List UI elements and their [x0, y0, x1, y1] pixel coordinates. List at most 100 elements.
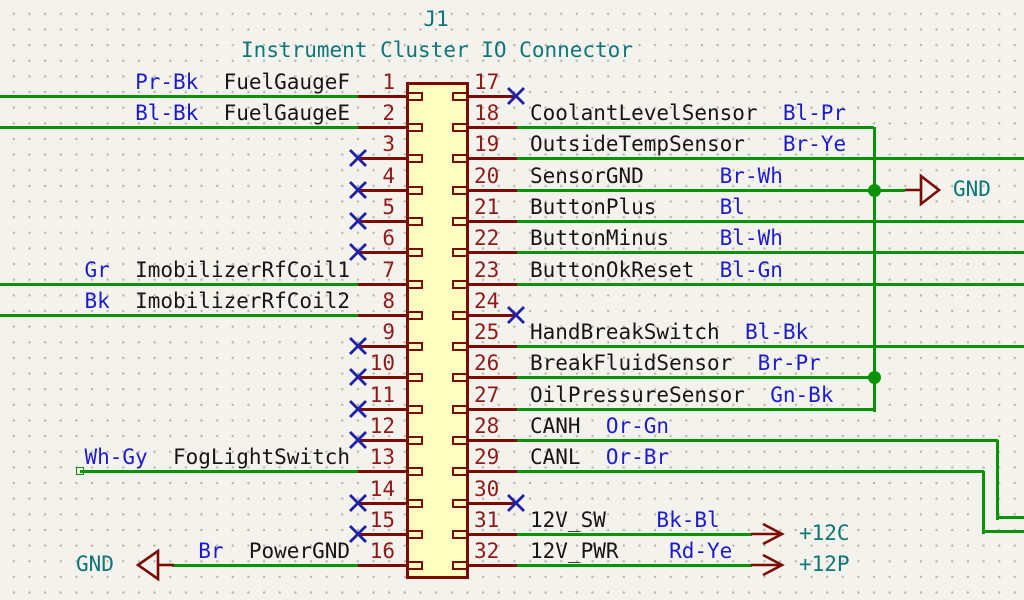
no-connect-icon[interactable]: [347, 210, 369, 232]
wire-color-note[interactable]: Pr-Bk: [135, 70, 199, 94]
no-connect-icon[interactable]: [347, 179, 369, 201]
net-label[interactable]: OilPressureSensor: [530, 383, 745, 407]
wire-segment[interactable]: [517, 533, 752, 536]
wire-color-note[interactable]: Br-Wh: [643, 164, 783, 188]
wire-segment[interactable]: [982, 471, 985, 534]
net-label-row[interactable]: CANH Or-Gn: [530, 415, 1020, 437]
net-label-row[interactable]: Gr ImobilizerRfCoil1: [58, 259, 350, 281]
wire-color-note[interactable]: Bl-Bk: [135, 101, 199, 125]
net-label[interactable]: FuelGaugeF: [198, 70, 350, 94]
net-label[interactable]: PowerGND: [223, 539, 350, 563]
gnd-right-arrow-icon[interactable]: [903, 173, 943, 207]
net-label-row[interactable]: 12V_PWR Rd-Ye: [530, 540, 1020, 562]
net-label[interactable]: ButtonOkReset: [530, 258, 695, 282]
wire-segment[interactable]: [517, 251, 1024, 254]
wire-segment[interactable]: [0, 314, 358, 317]
net-label-row[interactable]: ButtonOkReset Bl-Gn: [530, 259, 1020, 281]
connector-value[interactable]: Instrument Cluster IO Connector: [241, 38, 633, 62]
no-connect-icon[interactable]: [347, 335, 369, 357]
wire-color-note[interactable]: Bl-Pr: [757, 101, 847, 125]
net-label[interactable]: FuelGaugeE: [198, 101, 350, 125]
junction-dot[interactable]: [867, 370, 881, 384]
net-label[interactable]: OutsideTempSensor: [530, 132, 745, 156]
wire-segment[interactable]: [80, 470, 358, 473]
net-label-row[interactable]: OilPressureSensor Gn-Bk: [530, 384, 1020, 406]
no-connect-icon[interactable]: [347, 147, 369, 169]
net-label[interactable]: FogLightSwitch: [147, 445, 350, 469]
no-connect-icon[interactable]: [347, 492, 369, 514]
wire-segment[interactable]: [172, 564, 358, 567]
wire-segment[interactable]: [0, 283, 358, 286]
net-label[interactable]: ImobilizerRfCoil2: [109, 289, 350, 313]
wire-color-note[interactable]: Bk-Bl: [605, 508, 720, 532]
wire-segment[interactable]: [517, 345, 1024, 348]
wire-segment[interactable]: [517, 564, 752, 567]
wire-color-note[interactable]: Gn-Bk: [744, 383, 834, 407]
net-label-row[interactable]: Br PowerGND: [58, 540, 350, 562]
gnd-left-arrow-icon[interactable]: [136, 548, 176, 582]
no-connect-icon[interactable]: [505, 492, 527, 514]
wire-color-note[interactable]: Br: [198, 539, 224, 563]
net-label[interactable]: 12V_PWR: [530, 539, 619, 563]
net-label-row[interactable]: CANL Or-Br: [530, 446, 1020, 468]
net-label-row[interactable]: Pr-Bk FuelGaugeF: [58, 71, 350, 93]
net-label[interactable]: ImobilizerRfCoil1: [109, 258, 350, 282]
wire-color-note[interactable]: Bk: [84, 289, 110, 313]
net-label-row[interactable]: HandBreakSwitch Bl-Bk: [530, 321, 1020, 343]
plus12c-arrow-icon[interactable]: [750, 520, 788, 548]
wire-color-note[interactable]: Br-Ye: [744, 132, 847, 156]
net-label-row[interactable]: Bk ImobilizerRfCoil2: [58, 290, 350, 312]
wire-segment[interactable]: [0, 95, 358, 98]
wire-color-note[interactable]: Rd-Ye: [618, 539, 733, 563]
net-label-row[interactable]: CoolantLevelSensor Bl-Pr: [530, 102, 1020, 124]
plus12p-arrow-icon[interactable]: [750, 551, 788, 579]
wire-color-note[interactable]: Bl: [656, 195, 745, 219]
net-label[interactable]: HandBreakSwitch: [530, 320, 720, 344]
junction-dot[interactable]: [867, 183, 881, 197]
net-label[interactable]: CoolantLevelSensor: [530, 101, 758, 125]
wire-segment[interactable]: [517, 283, 1024, 286]
no-connect-icon[interactable]: [505, 304, 527, 326]
net-label-row[interactable]: 12V_SW Bk-Bl: [530, 509, 1020, 531]
connector-reference[interactable]: J1: [423, 7, 449, 31]
wire-color-note[interactable]: Or-Br: [580, 445, 670, 469]
net-label[interactable]: ButtonPlus: [530, 195, 657, 219]
net-label[interactable]: ButtonMinus: [530, 226, 670, 250]
wire-segment[interactable]: [517, 470, 984, 473]
wire-color-note[interactable]: Bl-Bk: [719, 320, 809, 344]
wire-color-note[interactable]: Or-Gn: [580, 414, 670, 438]
wire-segment[interactable]: [996, 516, 1024, 519]
wire-segment[interactable]: [982, 530, 1024, 533]
wire-color-note[interactable]: Bl-Wh: [669, 226, 783, 250]
net-label-row[interactable]: ButtonMinus Bl-Wh: [530, 227, 1020, 249]
no-connect-icon[interactable]: [347, 398, 369, 420]
wire-color-note[interactable]: Bl-Gn: [694, 258, 783, 282]
net-label[interactable]: 12V_SW: [530, 508, 606, 532]
wire-segment[interactable]: [0, 126, 358, 129]
no-connect-icon[interactable]: [347, 523, 369, 545]
net-label-row[interactable]: Bl-Bk FuelGaugeE: [58, 102, 350, 124]
net-label-row[interactable]: Wh-Gy FogLightSwitch: [58, 446, 350, 468]
wire-color-note[interactable]: Gr: [84, 258, 110, 282]
no-connect-icon[interactable]: [347, 366, 369, 388]
wire-segment[interactable]: [996, 440, 999, 520]
net-label[interactable]: CANL: [530, 445, 581, 469]
wire-color-note[interactable]: Br-Pr: [732, 351, 821, 375]
wire-color-note[interactable]: Wh-Gy: [84, 445, 148, 469]
wire-segment[interactable]: [517, 189, 905, 192]
net-label-row[interactable]: SensorGND Br-Wh: [530, 165, 1020, 187]
net-label[interactable]: SensorGND: [530, 164, 644, 188]
connector-body[interactable]: [406, 82, 469, 579]
net-label[interactable]: BreakFluidSensor: [530, 351, 733, 375]
wire-segment[interactable]: [517, 408, 874, 411]
wire-segment[interactable]: [517, 376, 874, 379]
net-label-row[interactable]: ButtonPlus Bl: [530, 196, 1020, 218]
no-connect-icon[interactable]: [505, 85, 527, 107]
wire-segment[interactable]: [517, 439, 998, 442]
net-label-row[interactable]: OutsideTempSensor Br-Ye: [530, 133, 1020, 155]
net-label[interactable]: CANH: [530, 414, 581, 438]
wire-segment[interactable]: [873, 127, 876, 412]
no-connect-icon[interactable]: [347, 429, 369, 451]
no-connect-icon[interactable]: [347, 241, 369, 263]
